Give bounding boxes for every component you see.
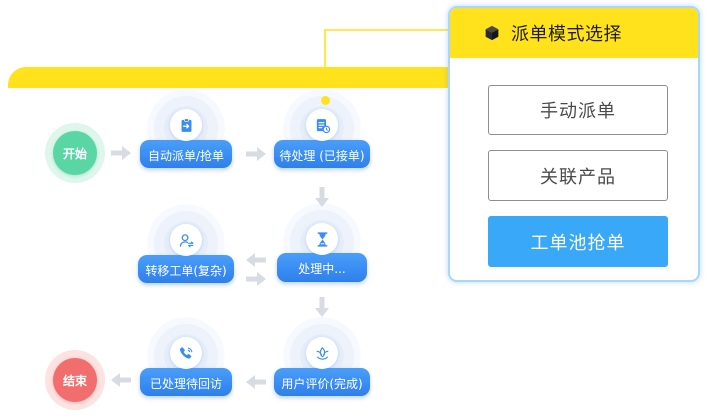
phone-icon xyxy=(170,337,202,369)
node-label: 用户评价(完成) xyxy=(274,368,370,396)
option-ticket-pool-grab-button[interactable]: 工单池抢单 xyxy=(488,216,668,267)
cube-icon xyxy=(483,24,501,42)
arrow-left-icon xyxy=(245,374,267,390)
arrow-down-icon xyxy=(314,296,330,318)
arrow-right-icon xyxy=(245,146,267,162)
selection-track-bar xyxy=(8,67,454,88)
option-linked-product-button[interactable]: 关联产品 xyxy=(488,150,668,201)
dispatch-mode-panel: 派单模式选择 手动派单 关联产品 工单池抢单 xyxy=(448,6,700,282)
node-label: 转移工单(复杂) xyxy=(138,255,234,283)
panel-header: 派单模式选择 xyxy=(450,8,698,58)
award-icon xyxy=(306,337,338,369)
clipboard-assign-icon xyxy=(170,109,202,141)
arrow-right-icon xyxy=(245,271,267,287)
node-label: 已处理待回访 xyxy=(140,368,232,396)
node-label: 处理中... xyxy=(277,253,367,282)
arrow-right-icon xyxy=(110,145,132,161)
active-node-indicator-dot xyxy=(321,96,330,105)
hourglass-icon xyxy=(306,223,338,255)
option-manual-dispatch-button[interactable]: 手动派单 xyxy=(488,85,668,135)
document-clock-icon xyxy=(306,109,338,141)
node-label: 自动派单/抢单 xyxy=(140,140,232,168)
arrow-left-icon xyxy=(110,372,132,388)
user-transfer-icon xyxy=(170,224,202,256)
arrow-left-icon xyxy=(245,252,267,268)
panel-title: 派单模式选择 xyxy=(511,24,622,45)
end-node: 结束 xyxy=(53,358,97,402)
arrow-down-icon xyxy=(314,186,330,208)
connector-line xyxy=(324,29,451,68)
start-node: 开始 xyxy=(53,131,97,175)
node-label: 待处理 (已接单) xyxy=(274,140,370,168)
